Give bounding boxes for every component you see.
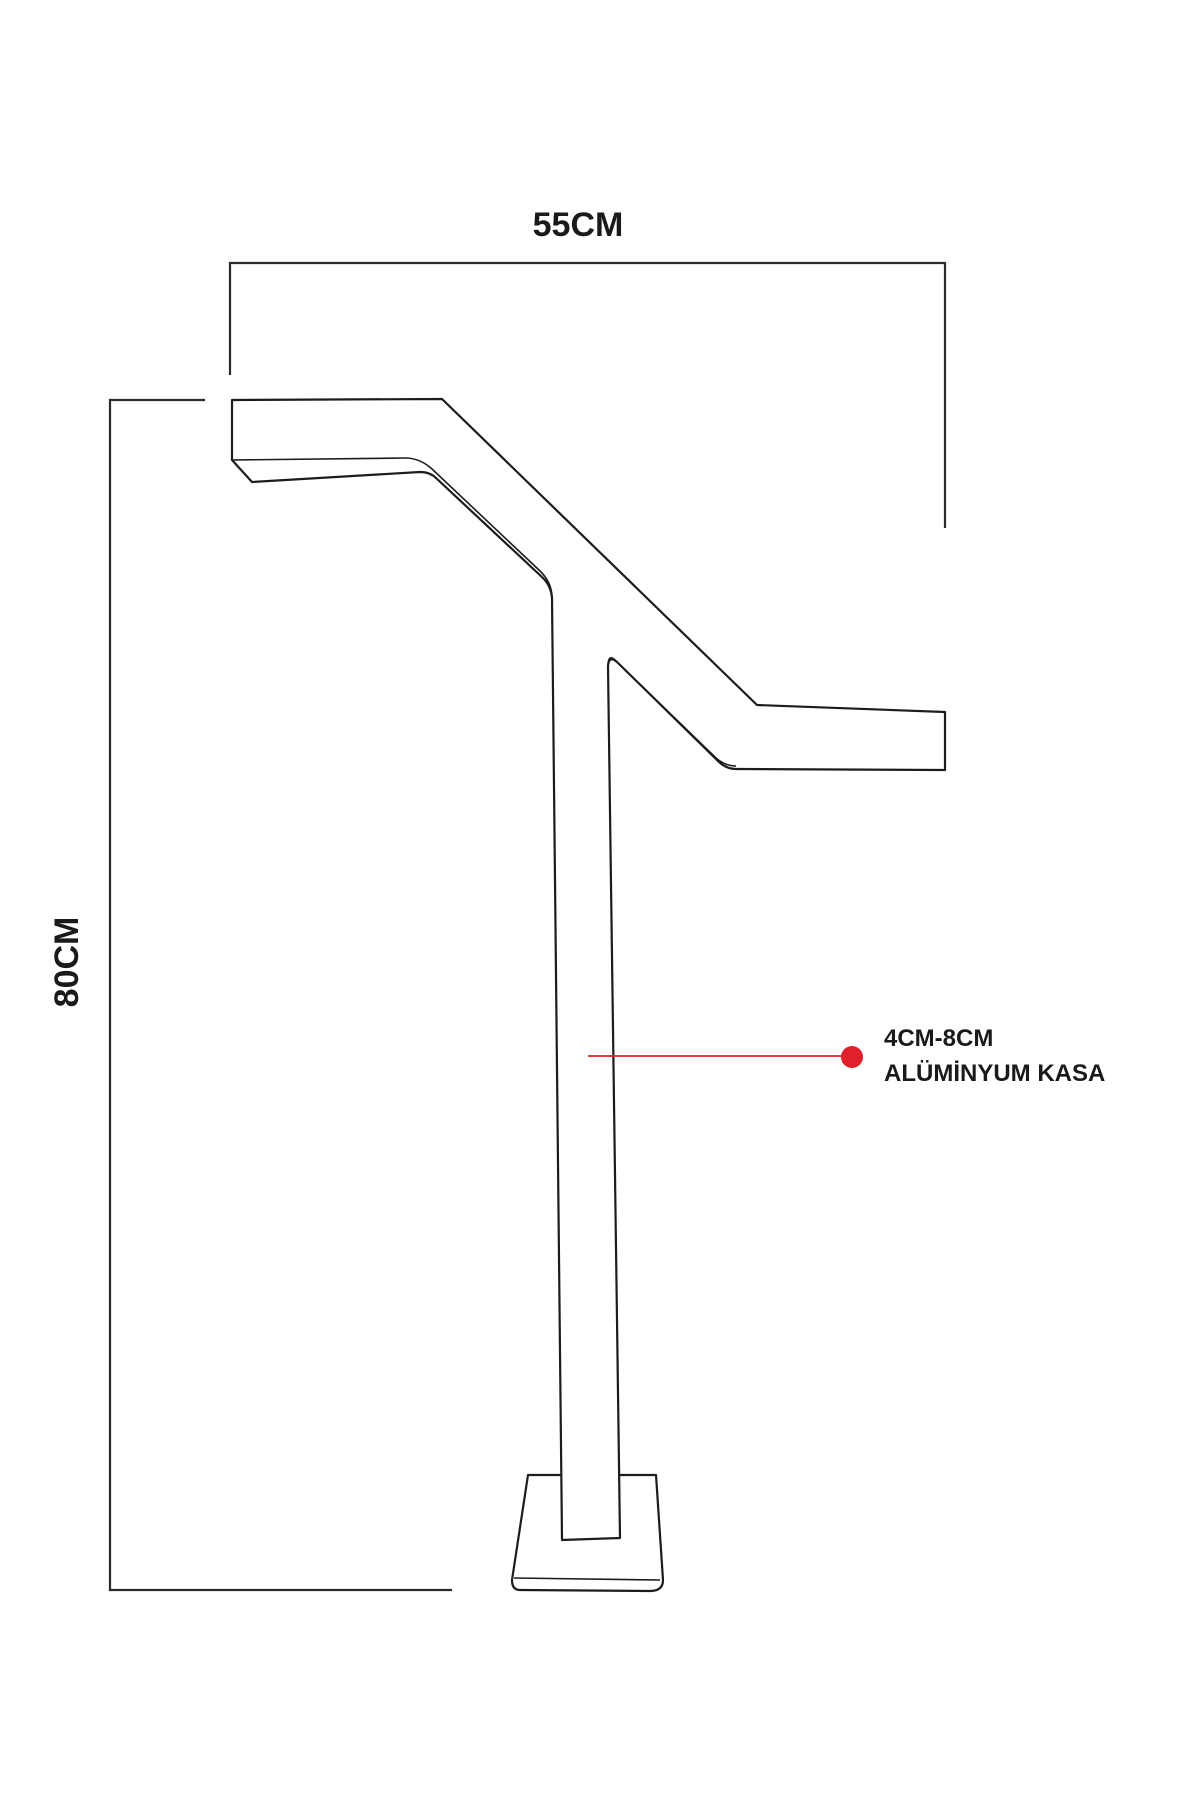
callout-size-label: 4CM-8CM [884, 1025, 993, 1052]
height-dimension-bracket [108, 398, 452, 1592]
callout-dot [841, 1046, 863, 1068]
lamp-left-arm-edge [231, 457, 553, 599]
width-dimension-bracket [228, 261, 947, 528]
material-callout: 4CM-8CM ALÜMİNYUM KASA [588, 1025, 1105, 1087]
width-dimension: 55CM [228, 206, 947, 528]
height-dimension: 80CM [48, 398, 452, 1592]
lamp-body [230, 397, 947, 1593]
height-dimension-label: 80CM [48, 917, 86, 1008]
lamp-right-arm-edge [607, 657, 737, 767]
width-dimension-label: 55CM [533, 206, 624, 244]
lamp-pole-and-arms [230, 397, 947, 1542]
lamp-base-bottom-edge [513, 1577, 661, 1581]
callout-material-label: ALÜMİNYUM KASA [884, 1060, 1105, 1087]
